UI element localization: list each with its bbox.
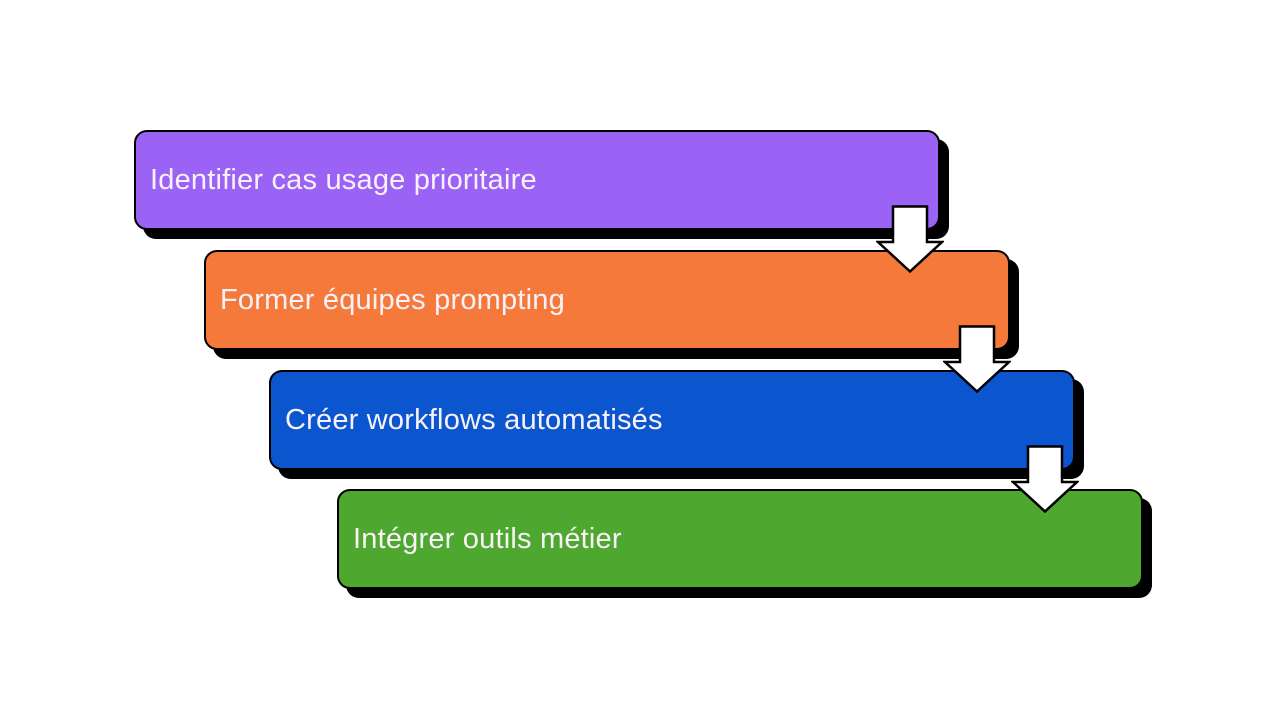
step-label: Intégrer outils métier xyxy=(353,522,622,555)
step-creer-workflows: Créer workflows automatisés xyxy=(269,370,1075,470)
step-integrer-outils: Intégrer outils métier xyxy=(337,489,1143,589)
down-arrow-icon xyxy=(1011,445,1079,513)
down-arrow-icon xyxy=(876,205,944,273)
step-former-equipes: Former équipes prompting xyxy=(204,250,1010,350)
step-label: Créer workflows automatisés xyxy=(285,403,663,436)
step-label: Former équipes prompting xyxy=(220,283,565,316)
down-arrow-shape xyxy=(943,325,1011,393)
down-arrow-shape xyxy=(876,205,944,273)
down-arrow-shape xyxy=(1011,445,1079,513)
step-label: Identifier cas usage prioritaire xyxy=(150,163,537,196)
down-arrow-icon xyxy=(943,325,1011,393)
step-identifier-cas-usage: Identifier cas usage prioritaire xyxy=(134,130,940,230)
